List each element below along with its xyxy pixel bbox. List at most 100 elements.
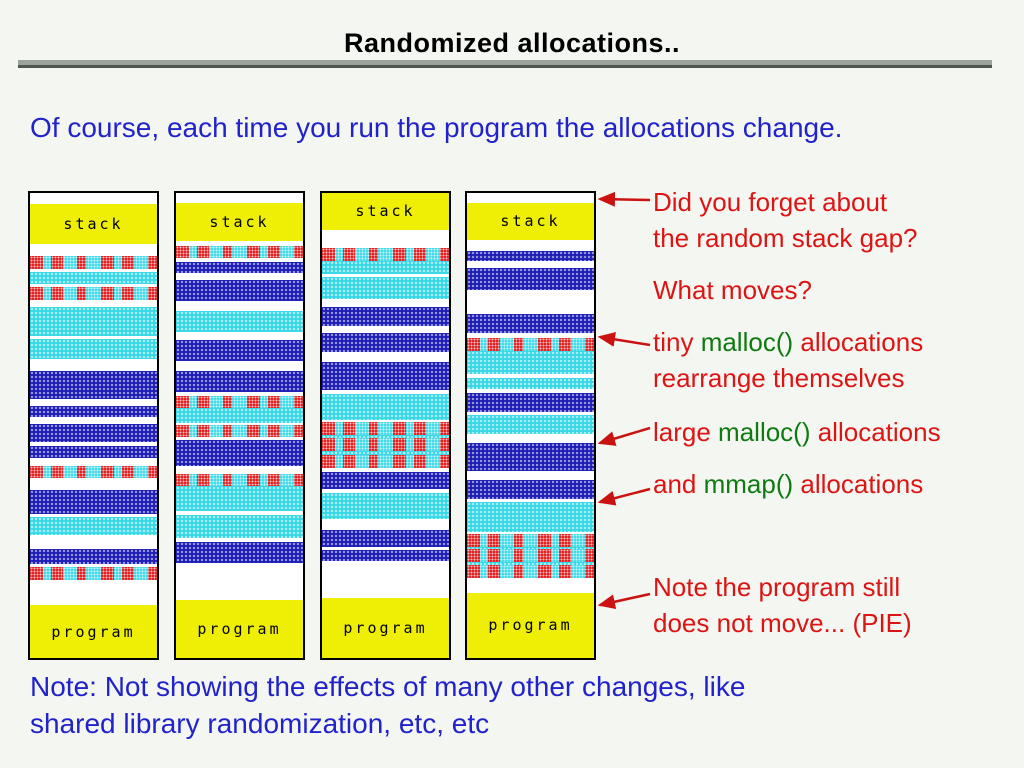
band-gap (176, 360, 303, 372)
stack-label: stack (209, 213, 270, 231)
annotation-text-segment: tiny (653, 327, 701, 357)
annotation-line: large malloc() allocations (653, 414, 941, 450)
annotation-text-segment: allocations (793, 469, 924, 499)
band-navy (322, 307, 449, 327)
page-title: Randomized allocations.. (343, 28, 681, 58)
band-navy (322, 471, 449, 490)
band-stack: stack (176, 203, 303, 241)
band-gap (176, 437, 303, 440)
band-gap (467, 412, 594, 415)
memory-map-run-2: stack program (174, 191, 305, 660)
memory-map-run-4: stack program (465, 191, 596, 660)
stack-label: stack (500, 212, 561, 231)
band-program: program (467, 592, 594, 658)
annotation-arrows (597, 191, 651, 610)
band-navy (467, 267, 594, 290)
annotation-text-segment: does not move... (PIE) (653, 608, 912, 638)
band-navy (176, 279, 303, 301)
band-navy (322, 529, 449, 548)
band-stack: stack (322, 193, 449, 230)
title-separator-rule (18, 60, 992, 68)
arrow-large-malloc (597, 426, 651, 446)
arrow-mmap (597, 487, 651, 506)
band-gap (322, 273, 449, 277)
band-gap (30, 399, 157, 407)
band-gap (176, 193, 303, 204)
band-navy (467, 392, 594, 413)
band-cyan (467, 414, 594, 435)
band-navy (467, 442, 594, 472)
band-cyan (322, 493, 449, 520)
band-cyan (30, 307, 157, 336)
annotation-line: tiny malloc() allocations (653, 324, 923, 360)
annotation-text-segment: the random stack gap? (653, 223, 918, 253)
annotation-text-segment: allocations (810, 417, 941, 447)
band-navy (467, 313, 594, 334)
band-gap (322, 547, 449, 551)
band-gap (176, 240, 303, 246)
band-gap (322, 489, 449, 494)
memory-map-run-3: stack program (320, 191, 451, 660)
band-cyan (467, 547, 594, 550)
band-cyan (322, 451, 449, 455)
band-navy (176, 439, 303, 467)
band-cyan (30, 272, 157, 284)
band-gap (467, 239, 594, 251)
band-stack: stack (467, 202, 594, 240)
arrow-stack-gap (597, 191, 651, 207)
band-gap (30, 579, 157, 606)
band-navy (467, 250, 594, 262)
band-navy (176, 371, 303, 392)
band-gap (322, 467, 449, 472)
band-gap (30, 563, 157, 568)
band-tiny (176, 245, 303, 259)
annotation-line: does not move... (PIE) (653, 605, 912, 641)
band-tiny (467, 534, 594, 548)
band-gap (467, 471, 594, 480)
band-gap (176, 258, 303, 263)
band-tiny (176, 396, 303, 409)
band-cyan (467, 501, 594, 532)
annotation-line: Note the program still (653, 569, 912, 605)
band-tiny (30, 465, 157, 479)
band-program: program (30, 605, 157, 658)
band-gap (467, 333, 594, 338)
band-gap (467, 434, 594, 443)
band-gap (176, 300, 303, 312)
program-label: program (197, 620, 282, 639)
band-gap (322, 561, 449, 598)
footer-note: Note: Not showing the effects of many ot… (30, 668, 990, 742)
band-gap (30, 514, 157, 518)
band-cyan (322, 276, 449, 299)
band-gap (467, 531, 594, 535)
band-tiny (322, 422, 449, 436)
annotation-large-malloc: large malloc() allocations (653, 414, 941, 450)
band-cyan (30, 338, 157, 359)
band-cyan (176, 486, 303, 511)
band-gap (467, 388, 594, 393)
band-navy (30, 549, 157, 564)
footer-note-line1: Note: Not showing the effects of many ot… (30, 671, 746, 702)
annotation-text-segment: rearrange themselves (653, 363, 905, 393)
band-cyan (467, 562, 594, 565)
band-gap (322, 519, 449, 530)
band-navy (467, 479, 594, 500)
arrow-program (597, 592, 651, 610)
annotation-text-segment: large (653, 417, 719, 447)
stack-label: stack (63, 214, 124, 233)
band-gap (30, 299, 157, 308)
intro-sentence: Of course, each time you run the program… (30, 112, 843, 143)
program-label: program (51, 622, 136, 641)
band-cyan (467, 350, 594, 375)
band-gap (322, 229, 449, 248)
band-cyan (176, 515, 303, 538)
annotation-what-moves: What moves? (653, 272, 812, 308)
band-gap (467, 577, 594, 593)
band-gap (322, 326, 449, 333)
band-tiny (30, 287, 157, 300)
band-navy (322, 362, 449, 390)
band-tiny (322, 247, 449, 261)
band-navy (176, 340, 303, 361)
program-label: program (343, 618, 428, 637)
